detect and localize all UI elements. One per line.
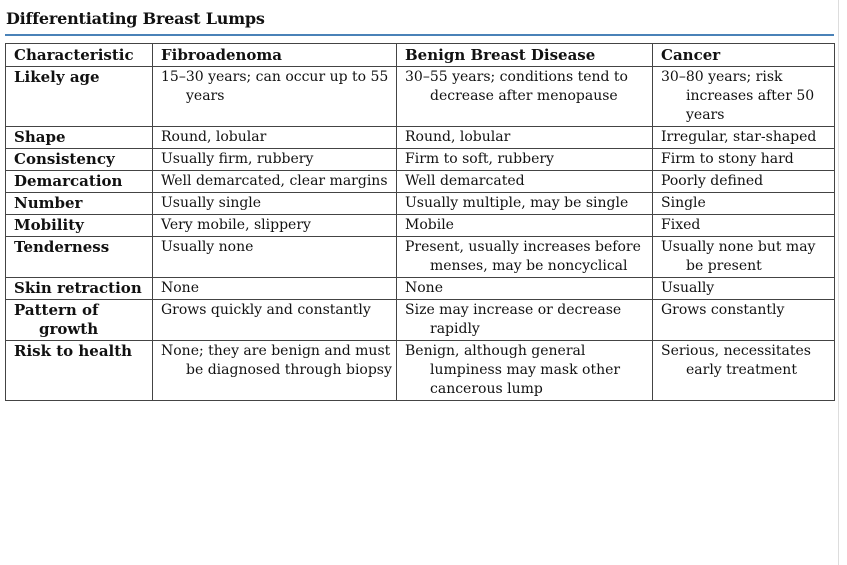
table-cell: Usually xyxy=(661,280,715,296)
row-label: Pattern of growth xyxy=(14,301,99,338)
row-label: Tenderness xyxy=(14,238,110,256)
table-row: Shape Round, lobular Round, lobular Irre… xyxy=(5,126,835,149)
table-cell: Mobile xyxy=(405,217,454,233)
table-cell: 30–55 years; conditions tend to decrease… xyxy=(405,69,628,104)
column-header-fibroadenoma: Fibroadenoma xyxy=(152,43,397,67)
table-cell: Irregular, star-shaped xyxy=(661,129,817,145)
table-cell: Usually none xyxy=(161,239,254,255)
table-cell: Grows quickly and constantly xyxy=(161,302,371,318)
table-cell: Well demarcated xyxy=(405,173,525,189)
column-header-benign-breast-disease: Benign Breast Disease xyxy=(396,43,653,67)
table-row: Skin retraction None None Usually xyxy=(5,277,835,300)
table-cell: Serious, necessitates early treatment xyxy=(661,343,811,378)
table-cell: Usually firm, rubbery xyxy=(161,151,314,167)
table-row: Risk to health None; they are benign and… xyxy=(5,340,835,401)
table-cell: Usually multiple, may be single xyxy=(405,195,629,211)
row-label: Number xyxy=(14,194,83,212)
table-cell: Round, lobular xyxy=(405,129,511,145)
table-cell: Usually single xyxy=(161,195,262,211)
row-label: Skin retraction xyxy=(14,279,142,297)
table-cell: Grows constantly xyxy=(661,302,785,318)
table-header-row: Characteristic Fibroadenoma Benign Breas… xyxy=(5,43,835,67)
breast-lumps-table: Characteristic Fibroadenoma Benign Breas… xyxy=(5,43,835,401)
table-cell: Present, usually increases before menses… xyxy=(405,239,641,274)
row-label: Mobility xyxy=(14,216,84,234)
table-cell: Round, lobular xyxy=(161,129,267,145)
row-label: Shape xyxy=(14,128,66,146)
table-row: Pattern of growth Grows quickly and cons… xyxy=(5,299,835,341)
table-cell: Firm to soft, rubbery xyxy=(405,151,554,167)
row-label: Consistency xyxy=(14,150,115,168)
table-cell: Size may increase or decrease rapidly xyxy=(405,302,622,337)
table-row: Consistency Usually firm, rubbery Firm t… xyxy=(5,148,835,171)
table-cell: None xyxy=(161,280,199,296)
table-cell: Benign, although general lumpiness may m… xyxy=(405,343,621,397)
column-header-characteristic: Characteristic xyxy=(5,43,153,67)
page-edge-divider xyxy=(838,0,839,565)
row-label: Likely age xyxy=(14,68,100,86)
table-cell: Well demarcated, clear margins xyxy=(161,173,388,189)
table-cell: Firm to stony hard xyxy=(661,151,794,167)
row-label: Risk to health xyxy=(14,342,133,360)
table-row: Demarcation Well demarcated, clear margi… xyxy=(5,170,835,193)
table-row: Tenderness Usually none Present, usually… xyxy=(5,236,835,278)
table-cell: 15–30 years; can occur up to 55 years xyxy=(161,69,389,104)
table-cell: Poorly defined xyxy=(661,173,764,189)
page-title: Differentiating Breast Lumps xyxy=(6,9,265,28)
table-row: Mobility Very mobile, slippery Mobile Fi… xyxy=(5,214,835,237)
table-row: Likely age 15–30 years; can occur up to … xyxy=(5,66,835,127)
column-header-cancer: Cancer xyxy=(652,43,835,67)
table-cell: None; they are benign and must be diagno… xyxy=(161,343,392,378)
row-label: Demarcation xyxy=(14,172,123,190)
table-cell: 30–80 years; risk increases after 50 yea… xyxy=(661,69,815,123)
table-cell: Very mobile, slippery xyxy=(161,217,311,233)
title-underline xyxy=(5,34,834,36)
table-cell: None xyxy=(405,280,443,296)
table-cell: Single xyxy=(661,195,706,211)
table-row: Number Usually single Usually multiple, … xyxy=(5,192,835,215)
table-cell: Fixed xyxy=(661,217,701,233)
table-cell: Usually none but may be present xyxy=(661,239,816,274)
